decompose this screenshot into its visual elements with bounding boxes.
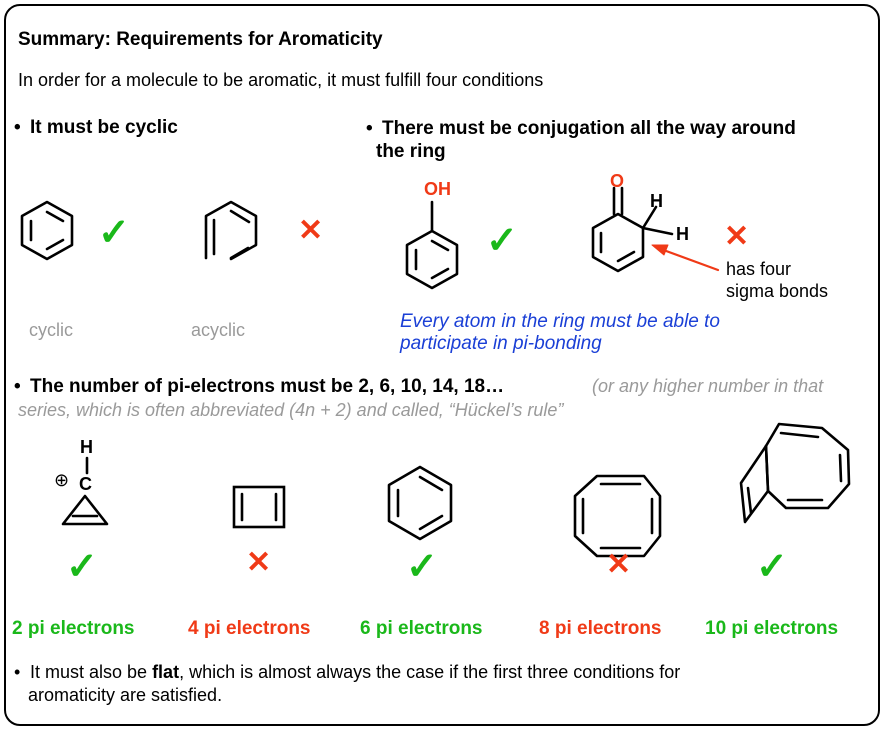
phenol-check-icon: ✓: [486, 220, 518, 262]
pi-count-6: 6 pi electrons: [360, 618, 483, 639]
bullet-1: •: [14, 117, 21, 138]
cyclooctatetraene: [573, 474, 662, 558]
acyclic-label: acyclic: [191, 320, 246, 340]
h-label-1: H: [650, 191, 663, 211]
azulene: [739, 422, 851, 524]
note-line1: has four: [726, 259, 792, 279]
pi-count-10: 10 pi electrons: [705, 618, 839, 639]
cation-c-label: C: [79, 474, 92, 494]
oh-label: OH: [424, 179, 451, 199]
positive-charge-icon: ⊕: [54, 470, 70, 490]
pi-count-4: 4 pi electrons: [188, 618, 311, 639]
sp3-carbon-arrow: [651, 244, 720, 272]
summary-frame: [4, 4, 880, 726]
note-line2: sigma bonds: [726, 281, 829, 301]
cond2-heading-line2: the ring: [376, 141, 446, 162]
cond1-heading: It must be cyclic: [30, 117, 178, 138]
hexatriene-acyclic: [204, 200, 258, 261]
check-icon-10pi: ✓: [756, 546, 788, 588]
cond4-line2: aromaticity are satisfied.: [28, 685, 223, 705]
benzene-cyclic: [20, 200, 74, 261]
acyclic-cross-icon: ✕: [298, 214, 324, 247]
cond3-heading: The number of pi-electrons must be 2, 6,…: [30, 376, 505, 397]
bullet-3: •: [14, 376, 21, 397]
cyclobutadiene: [232, 485, 286, 529]
cond3-aside-line2: series, which is often abbreviated (4n +…: [18, 400, 564, 420]
dienone-cross-icon: ✕: [724, 220, 750, 253]
phenol: [405, 200, 459, 290]
cross-icon-8pi: ✕: [606, 548, 632, 581]
cross-icon-4pi: ✕: [246, 546, 272, 579]
intro-text: In order for a molecule to be aromatic, …: [18, 70, 544, 90]
cyclohexadienone: [591, 186, 674, 273]
cyclic-check-icon: ✓: [98, 212, 130, 254]
cyclopropenyl-cation: [61, 456, 109, 526]
page-title: Summary: Requirements for Aromaticity: [18, 29, 383, 50]
check-icon-6pi: ✓: [406, 546, 438, 588]
pi-count-2: 2 pi electrons: [12, 618, 135, 639]
check-icon-2pi: ✓: [66, 546, 98, 588]
cation-h-label: H: [80, 437, 93, 457]
cond2-heading-line1: There must be conjugation all the way ar…: [382, 118, 796, 139]
cond4-line1: It must also be flat, which is almost al…: [30, 662, 680, 683]
benzene-aromatic: [387, 465, 453, 541]
cond4-text-before: It must also be: [30, 662, 153, 682]
cond4-text-after: , which is almost always the case if the…: [179, 662, 681, 682]
carbonyl-o-label: O: [610, 171, 625, 191]
explanation-line2: participate in pi-bonding: [400, 333, 602, 354]
cond4-flat-word: flat: [152, 662, 180, 682]
pi-count-8: 8 pi electrons: [539, 618, 662, 639]
bullet-4: •: [14, 662, 21, 682]
cyclic-label: cyclic: [29, 320, 73, 340]
explanation-line1: Every atom in the ring must be able to: [400, 311, 720, 332]
bullet-2: •: [366, 118, 373, 139]
h-label-2: H: [676, 224, 689, 244]
cond3-aside-line1: (or any higher number in that: [592, 376, 824, 396]
